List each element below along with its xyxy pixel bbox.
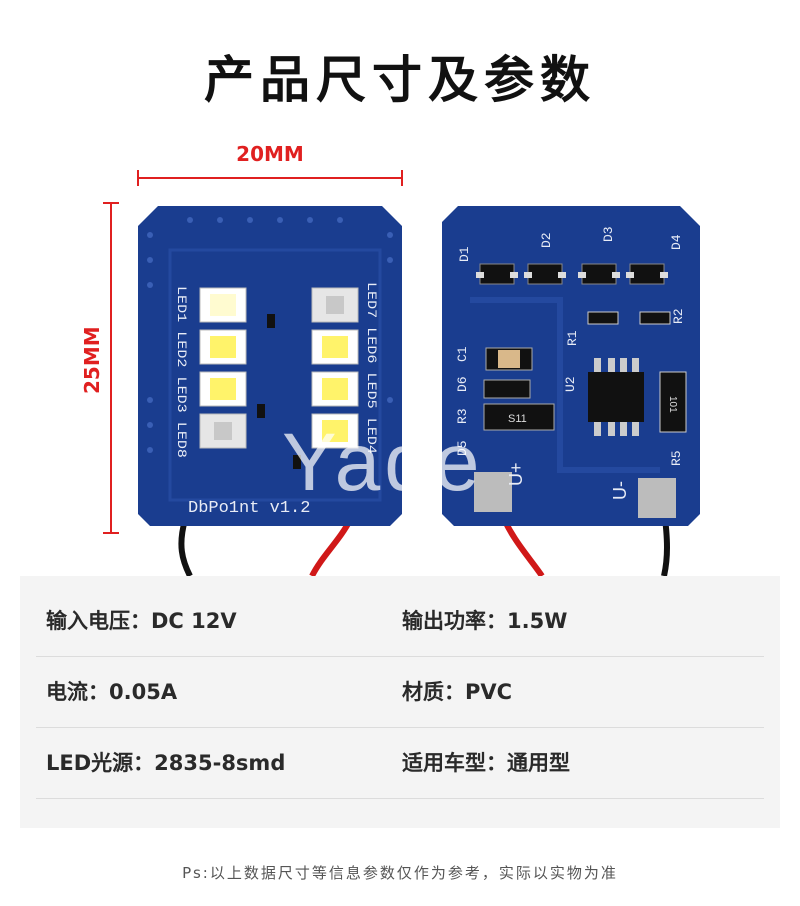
spec-output-power: 输出功率：1.5W [402, 609, 568, 633]
pcb-back: S11 101 U+ U- D1 D2 D3 D4 R1 R2 D6 C1 R3… [442, 206, 700, 526]
spec-row: LED光源：2835-8smd 适用车型：通用型 [36, 728, 764, 799]
spec-vehicle-fit: 适用车型：通用型 [402, 751, 570, 775]
led-column-left [199, 287, 247, 449]
page-title: 产品尺寸及参数 [204, 51, 596, 109]
terminal-positive-label: U+ [506, 462, 526, 486]
silkscreen-led-left: LED1 LED2 LED3 LED8 [174, 286, 189, 458]
label-d2: D2 [539, 232, 554, 248]
width-dimension-label: 20MM [236, 142, 304, 166]
spec-led-source: LED光源：2835-8smd [46, 751, 286, 775]
led-column-right [311, 287, 359, 449]
spec-input-voltage: 输入电压：DC 12V [46, 609, 237, 633]
spec-current: 电流：0.05A [46, 680, 178, 704]
board-version-label: DbPo1nt v1.2 [188, 499, 310, 518]
terminal-negative-label: U- [610, 481, 630, 500]
black-wire-front [178, 519, 193, 576]
resistor-code-label: 101 [667, 396, 678, 413]
label-d1: D1 [457, 246, 472, 262]
label-c1: C1 [455, 346, 470, 362]
label-u2: U2 [563, 376, 578, 392]
product-figure: LED1 LED2 LED3 LED8 LED7 LED6 LED5 LED4 … [103, 170, 700, 576]
brand-watermark: Yade [282, 417, 483, 508]
width-dimension-line [137, 170, 403, 186]
chip-code-label: S11 [508, 413, 527, 425]
disclaimer-footnote: Ps:以上数据尺寸等信息参数仅作为参考，实际以实物为准 [182, 864, 618, 882]
pcb-front: LED1 LED2 LED3 LED8 LED7 LED6 LED5 LED4 … [138, 206, 402, 526]
label-r1: R1 [565, 330, 580, 346]
spec-row: 输入电压：DC 12V 输出功率：1.5W [36, 586, 764, 657]
spec-panel: 输入电压：DC 12V 输出功率：1.5W 电流：0.05A 材质：PVC LE… [20, 576, 780, 828]
label-d4: D4 [669, 234, 684, 250]
height-dimension-line [103, 202, 119, 534]
spec-row: 电流：0.05A 材质：PVC [36, 657, 764, 728]
spec-material: 材质：PVC [402, 680, 513, 704]
label-r2: R2 [671, 308, 686, 324]
silkscreen-led-right: LED7 LED6 LED5 LED4 [364, 282, 379, 454]
label-d3: D3 [601, 226, 616, 242]
red-wire-front [309, 518, 353, 576]
label-d5: D5 [455, 440, 470, 456]
label-d6: D6 [455, 376, 470, 392]
label-r5: R5 [669, 450, 684, 466]
label-r3: R3 [455, 408, 470, 424]
